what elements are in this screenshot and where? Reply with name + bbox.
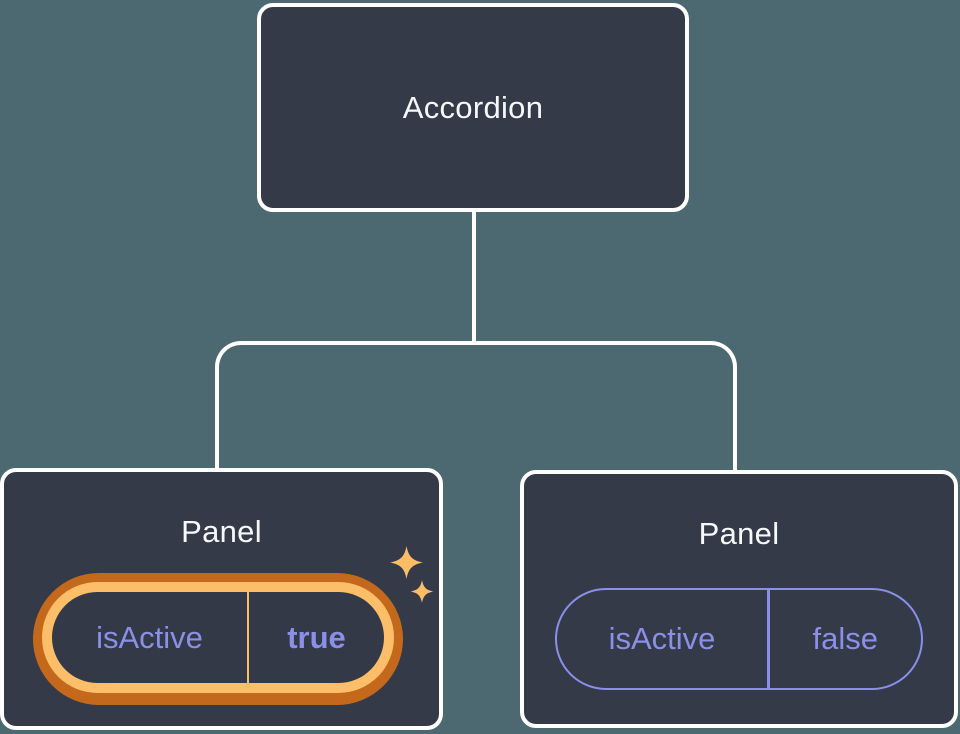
node-panel-inactive: Panel isActive false	[520, 470, 958, 728]
prop-pill-divider	[247, 592, 249, 683]
prop-pill-divider	[767, 590, 770, 688]
node-panel-active-label: Panel	[181, 514, 262, 549]
node-panel-inactive-label: Panel	[698, 516, 780, 551]
prop-name: isActive	[96, 619, 203, 655]
sparkle-icon	[390, 546, 423, 579]
sparkle-icon	[410, 580, 434, 603]
node-accordion: Accordion	[257, 3, 689, 212]
connector-root-stem	[472, 210, 476, 344]
connector-branch	[215, 341, 737, 472]
prop-pill-inactive: isActive false	[555, 588, 923, 690]
prop-pill-active: isActive true	[52, 592, 384, 683]
node-accordion-label: Accordion	[402, 89, 544, 125]
prop-value: false	[812, 621, 878, 656]
prop-pill-active-highlight-ring: isActive true	[33, 573, 403, 705]
prop-name: isActive	[608, 621, 716, 656]
node-panel-active: Panel isActive true	[0, 468, 443, 730]
prop-value: true	[287, 619, 346, 655]
prop-pill-active-gold-ring: isActive true	[42, 582, 394, 693]
